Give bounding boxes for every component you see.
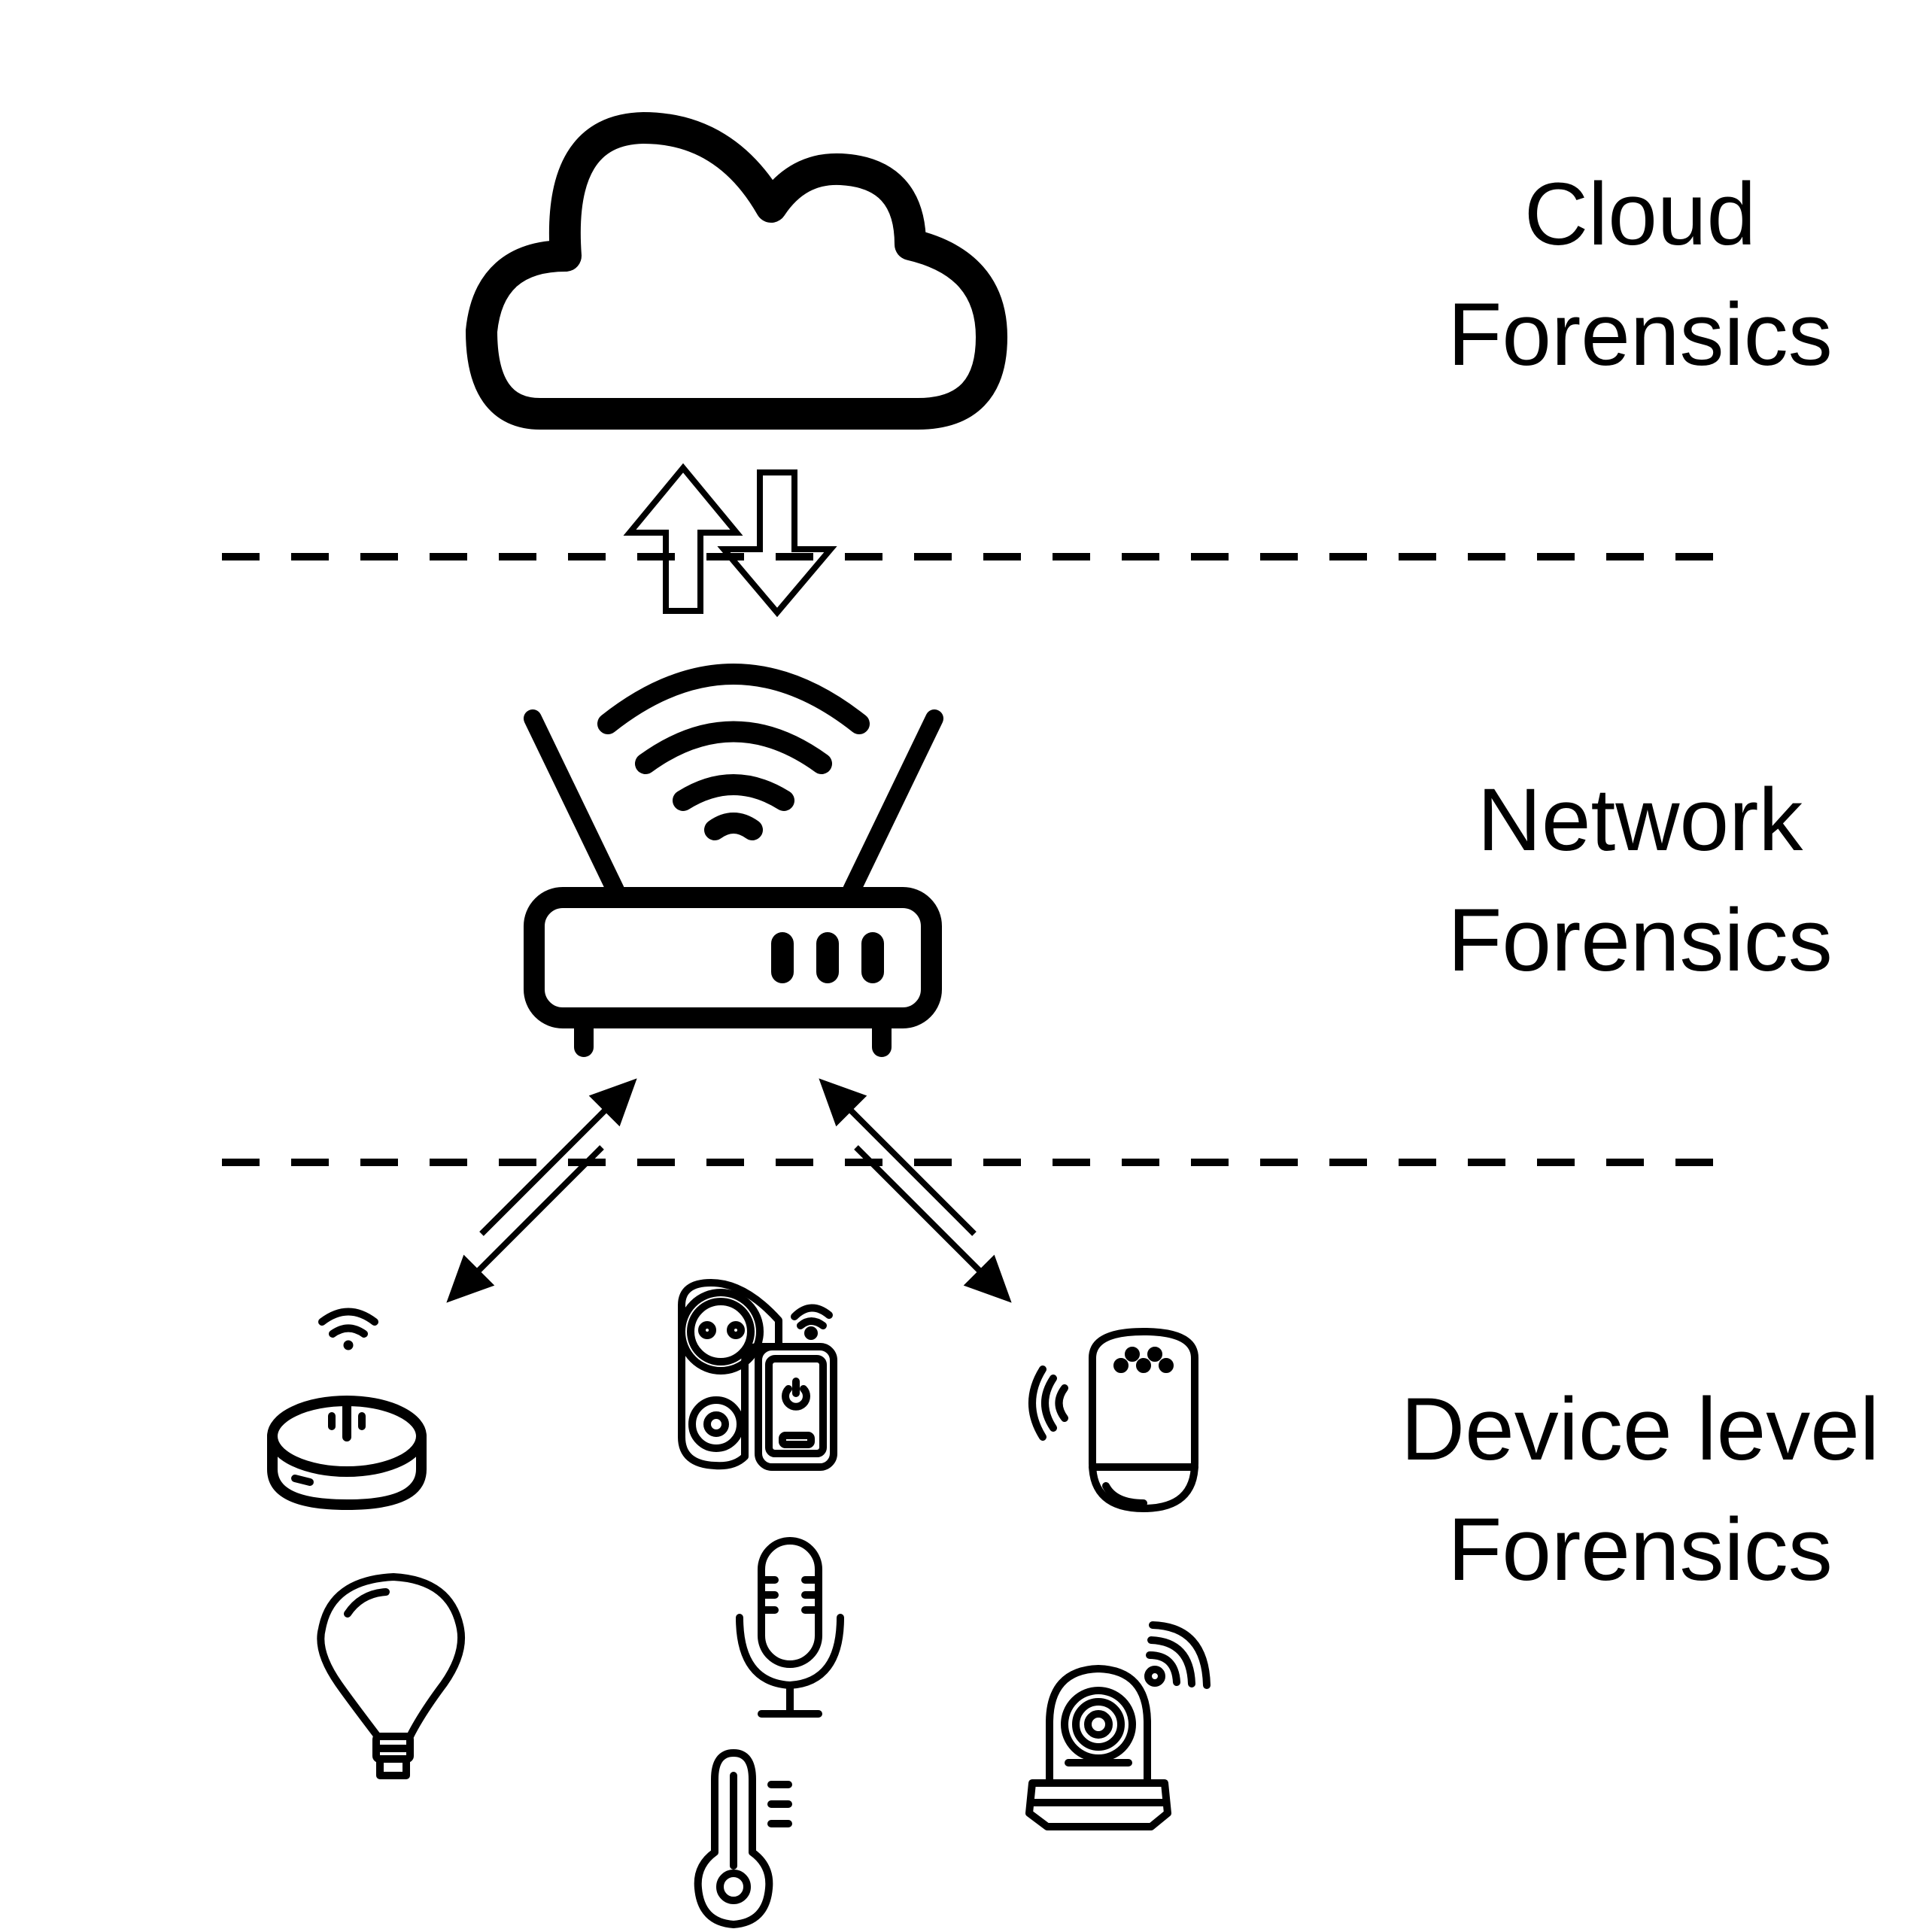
smart-plug-icon (678, 1279, 837, 1471)
device-network-link-right (819, 1078, 1012, 1303)
device-label-line1: Device level (1400, 1380, 1880, 1479)
smart-speaker-cylinder-icon (1028, 1328, 1198, 1512)
cloud-forensics-label: Cloud Forensics (1399, 154, 1881, 395)
cloud-icon (466, 112, 1007, 430)
light-bulb-icon (317, 1573, 465, 1779)
network-label-line1: Network (1477, 770, 1803, 870)
network-label-line2: Forensics (1447, 891, 1833, 990)
device-forensics-label: Device level Forensics (1399, 1369, 1881, 1610)
network-forensics-label: Network Forensics (1399, 760, 1881, 1001)
wifi-router-icon (524, 664, 943, 1057)
microphone-icon (736, 1537, 844, 1718)
thermometer-icon (694, 1749, 792, 1928)
device-label-line2: Forensics (1447, 1500, 1833, 1599)
cloud-label-line1: Cloud (1523, 165, 1757, 264)
security-camera-icon (1025, 1621, 1211, 1830)
upload-arrow-icon (623, 463, 743, 614)
device-network-link-left (446, 1078, 637, 1303)
smart-speaker-puck-icon (267, 1308, 427, 1510)
cloud-label-line2: Forensics (1447, 285, 1833, 384)
download-arrow-icon (717, 469, 837, 618)
